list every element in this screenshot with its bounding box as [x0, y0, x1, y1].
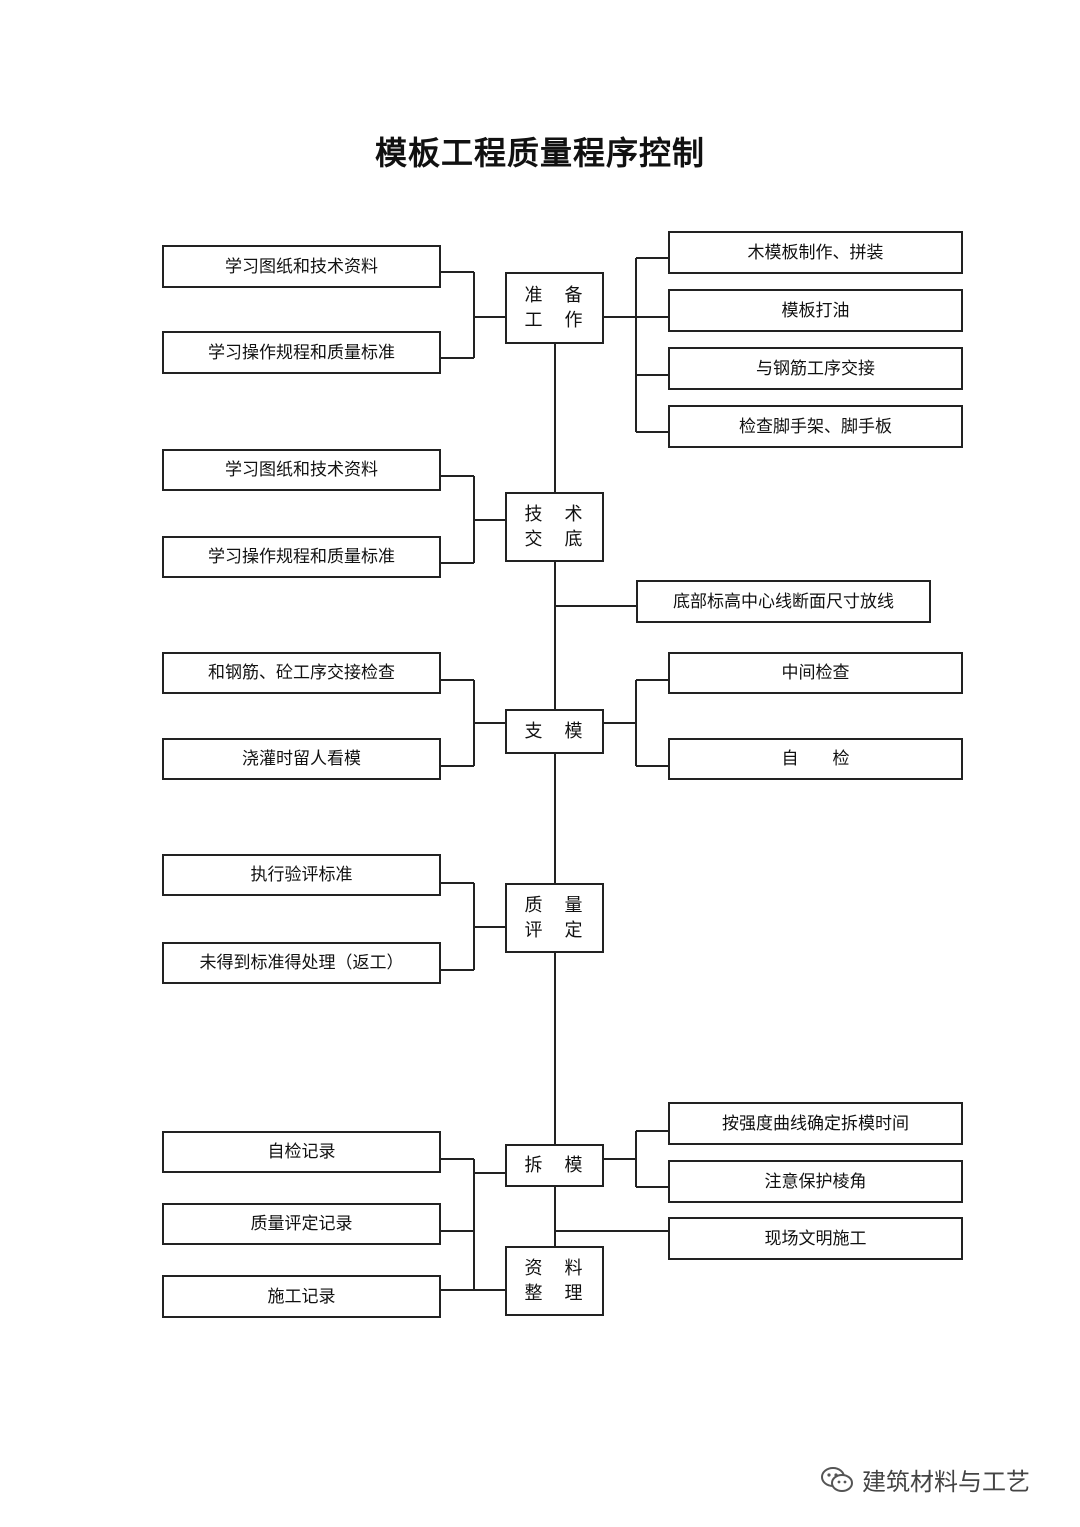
stage-remove-box: 拆 模 [505, 1144, 604, 1187]
stage-prep-box: 准 备 工 作 [505, 272, 604, 344]
stage-quality-box: 质 量 评 定 [505, 883, 604, 953]
prep-right-item: 模板打油 [668, 289, 963, 332]
prep-right-item: 木模板制作、拼装 [668, 231, 963, 274]
page-title: 模板工程质量程序控制 [374, 134, 705, 172]
stage-prep-line2: 工 作 [524, 310, 585, 331]
prep-right-item: 检查脚手架、脚手板 [668, 405, 963, 448]
prep-left-item: 学习操作规程和质量标准 [162, 331, 441, 374]
stage-support-label: 支 模 [524, 721, 585, 742]
prep-right-item: 与钢筋工序交接 [668, 347, 963, 390]
tech-left-item: 学习操作规程和质量标准 [162, 536, 441, 578]
stage-tech-box: 技 术 交 底 [505, 492, 604, 562]
remove-right-item: 按强度曲线确定拆模时间 [668, 1102, 963, 1145]
stage-quality-line1: 质 量 [524, 895, 585, 916]
remove-right-item: 注意保护棱角 [668, 1160, 963, 1203]
support-left-item: 浇灌时留人看模 [162, 738, 441, 780]
docs-left-item: 自检记录 [162, 1131, 441, 1173]
docs-right-item: 现场文明施工 [668, 1217, 963, 1260]
stage-docs-line1: 资 料 [524, 1258, 585, 1279]
docs-left-item: 施工记录 [162, 1275, 441, 1318]
stage-remove-label: 拆 模 [524, 1155, 585, 1176]
stage-docs-line2: 整 理 [524, 1283, 585, 1304]
stage-docs-box: 资 料 整 理 [505, 1246, 604, 1316]
support-right-item: 中间检查 [668, 652, 963, 694]
stage-tech-line2: 交 底 [524, 529, 585, 550]
stage-support-box: 支 模 [505, 709, 604, 754]
prep-left-item: 学习图纸和技术资料 [162, 245, 441, 288]
support-right-item: 自 检 [668, 738, 963, 780]
quality-left-item: 未得到标准得处理（返工） [162, 942, 441, 984]
watermark: 建筑材料与工艺 [820, 1462, 1030, 1497]
tech-right-item: 底部标高中心线断面尺寸放线 [636, 580, 931, 623]
stage-quality-line2: 评 定 [524, 920, 585, 941]
wechat-icon [821, 1466, 853, 1492]
quality-left-item: 执行验评标准 [162, 854, 441, 896]
docs-left-item: 质量评定记录 [162, 1203, 441, 1245]
stage-prep-line1: 准 备 [524, 285, 585, 306]
watermark-text: 建筑材料与工艺 [862, 1468, 1030, 1496]
tech-left-item: 学习图纸和技术资料 [162, 449, 441, 491]
support-left-item: 和钢筋、砼工序交接检查 [162, 652, 441, 694]
stage-tech-line1: 技 术 [524, 504, 585, 525]
